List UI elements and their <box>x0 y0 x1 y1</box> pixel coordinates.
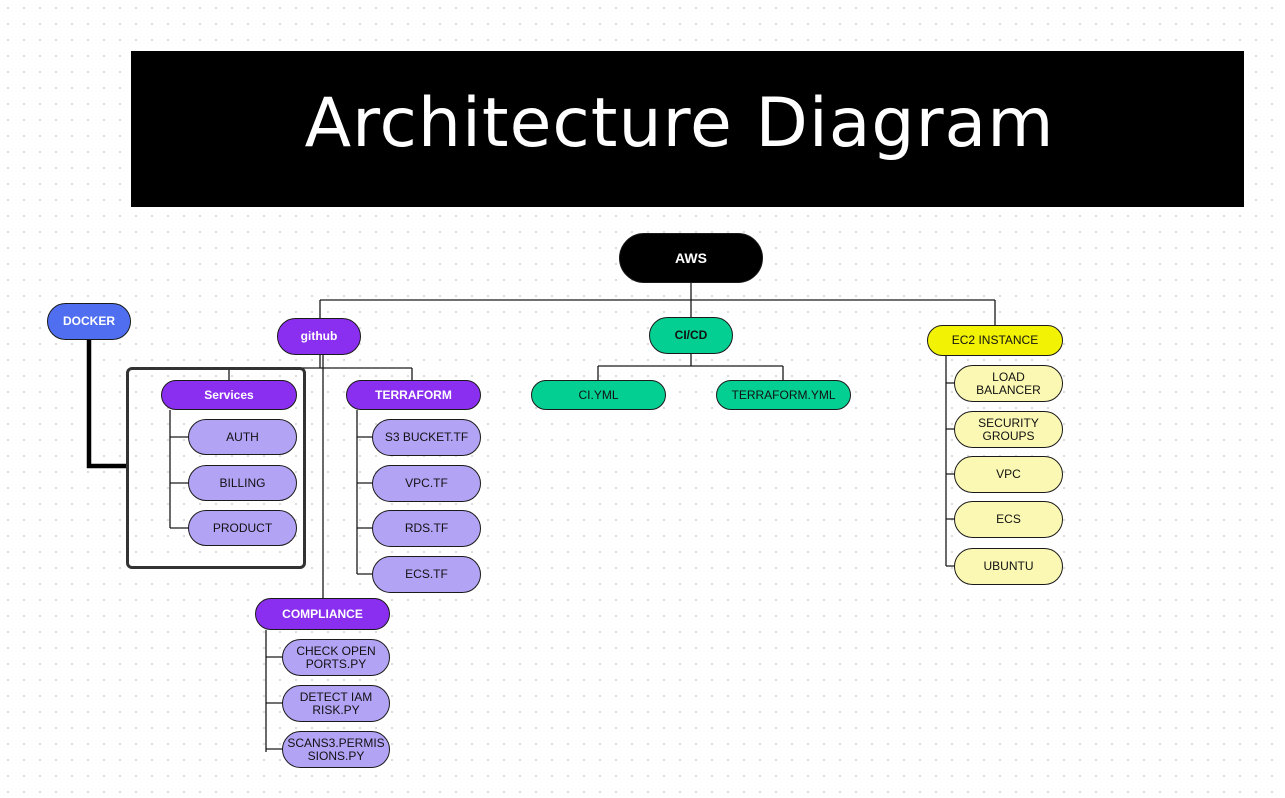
link-cicd-children <box>597 354 784 380</box>
terraform-node[interactable]: TERRAFORM <box>346 380 481 410</box>
ec2-security-groups[interactable]: SECURITY GROUPS <box>954 411 1063 448</box>
ec2-ubuntu[interactable]: UBUNTU <box>954 548 1063 585</box>
link-docker-services <box>86 340 126 469</box>
docker-node[interactable]: DOCKER <box>47 303 131 340</box>
diagram-title: Architecture Diagram <box>304 83 1055 163</box>
service-auth[interactable]: AUTH <box>188 419 297 455</box>
link-services-children <box>169 410 190 529</box>
ec2-vpc[interactable]: VPC <box>954 456 1063 493</box>
link-compliance-children <box>265 630 284 752</box>
title-banner: Architecture Diagram <box>131 51 1244 207</box>
ec2-load-balancer[interactable]: LOAD BALANCER <box>954 365 1063 402</box>
cicd-node[interactable]: CI/CD <box>649 317 733 354</box>
compliance-detect-iam-risk[interactable]: DETECT IAM RISK.PY <box>282 685 390 722</box>
github-node[interactable]: github <box>277 318 361 355</box>
terraform-ecs[interactable]: ECS.TF <box>372 556 481 593</box>
services-node[interactable]: Services <box>161 380 297 410</box>
services-group-frame <box>126 367 306 569</box>
service-product[interactable]: PRODUCT <box>188 510 297 546</box>
aws-node[interactable]: AWS <box>619 233 763 283</box>
link-terraform-children <box>356 410 374 575</box>
link-github-services <box>228 352 413 380</box>
cicd-terraform-yml[interactable]: TERRAFORM.YML <box>716 380 851 410</box>
link-ec2-children <box>945 356 956 567</box>
cicd-ci-yml[interactable]: CI.YML <box>531 380 666 410</box>
terraform-vpc[interactable]: VPC.TF <box>372 465 481 502</box>
link-aws-bus <box>319 283 996 325</box>
ec2-instance-node[interactable]: EC2 INSTANCE <box>927 325 1063 356</box>
compliance-scan-s3-permissions[interactable]: SCANS3.PERMISSIONS.PY <box>282 731 390 768</box>
terraform-s3-bucket[interactable]: S3 BUCKET.TF <box>372 419 481 456</box>
ec2-ecs[interactable]: ECS <box>954 501 1063 538</box>
service-billing[interactable]: BILLING <box>188 465 297 501</box>
terraform-rds[interactable]: RDS.TF <box>372 510 481 547</box>
compliance-node[interactable]: COMPLIANCE <box>255 598 390 630</box>
compliance-check-open-ports[interactable]: CHECK OPEN PORTS.PY <box>282 639 390 676</box>
